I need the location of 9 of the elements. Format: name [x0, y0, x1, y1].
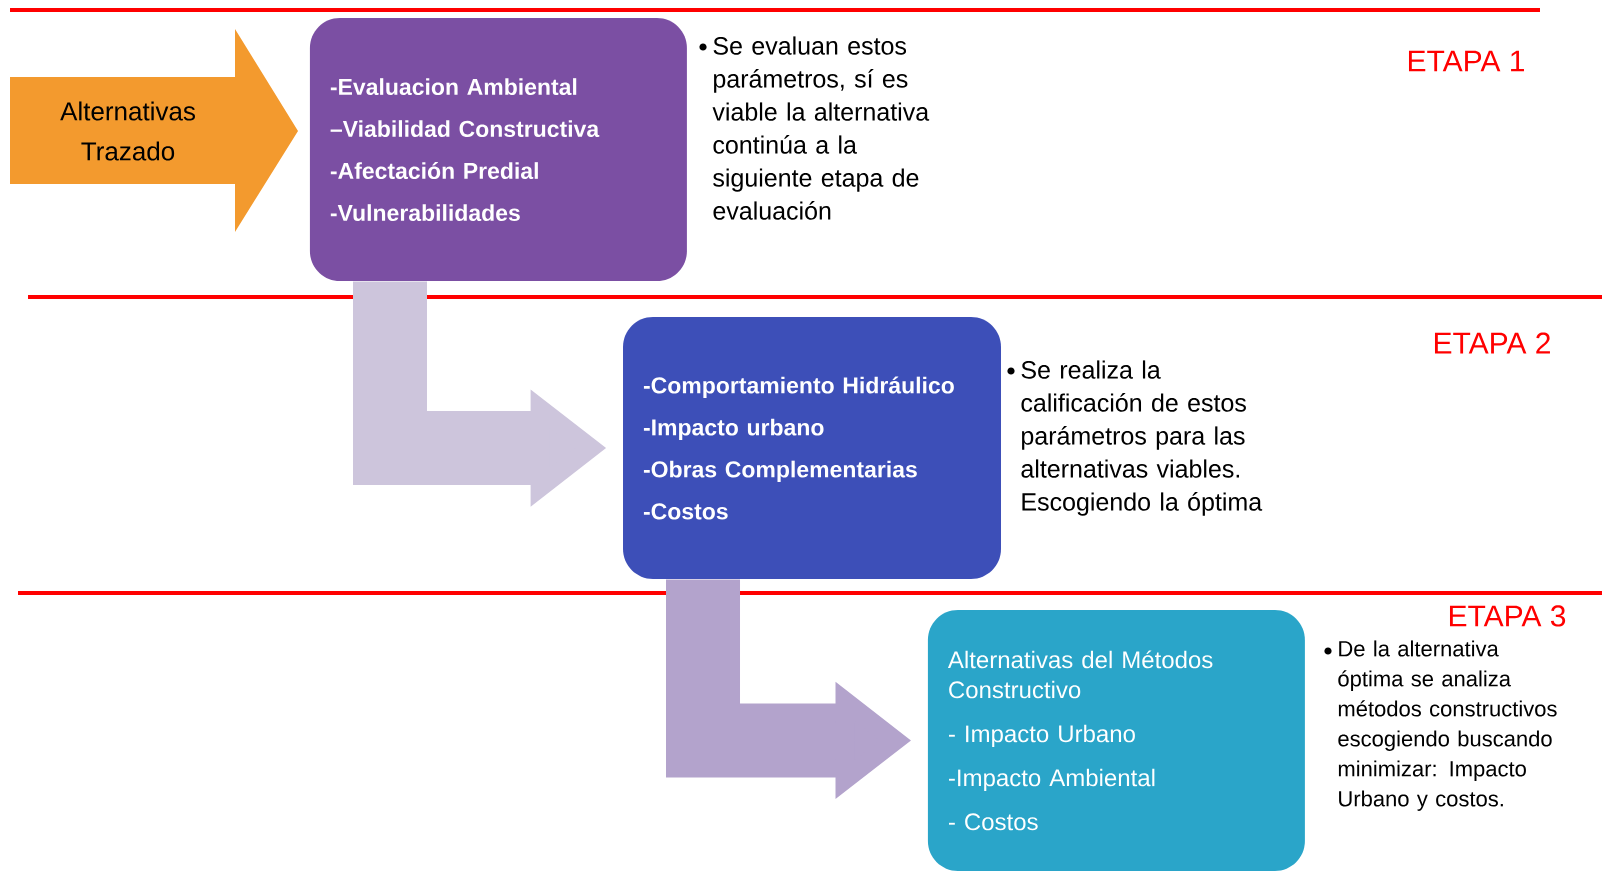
stage-label: ETAPA 3	[1450, 605, 1566, 627]
stage-label: ETAPA 2	[1435, 332, 1550, 354]
process-box: -Comportamiento Hidráulico -Impacto urbano -Obras Complementarias -Costos	[623, 317, 1001, 579]
note-text: Se evaluan estos parámetros, sí es viable la alternativa continúa a la siguiente etapa de evaluación	[712, 36, 930, 220]
note-text: Se realiza la calificación de estos parámetros para las alternativas viables. Escogiendo la óptima	[1021, 360, 1263, 516]
stage-label: ETAPA 1	[1409, 50, 1524, 72]
note-text: De la alternativa óptima se analiza métodos constructivos escogiendo buscando minimizar: Impacto Urbano y costos.	[1338, 640, 1557, 811]
process-box: Alternativas del Métodos Constructivo - Impacto Urbano -Impacto Ambiental - Costos	[927, 609, 1305, 871]
process-box: -Evaluacion Ambiental –Viabilidad Constructiva -Afectación Predial -Vulnerabilidades	[309, 18, 687, 282]
